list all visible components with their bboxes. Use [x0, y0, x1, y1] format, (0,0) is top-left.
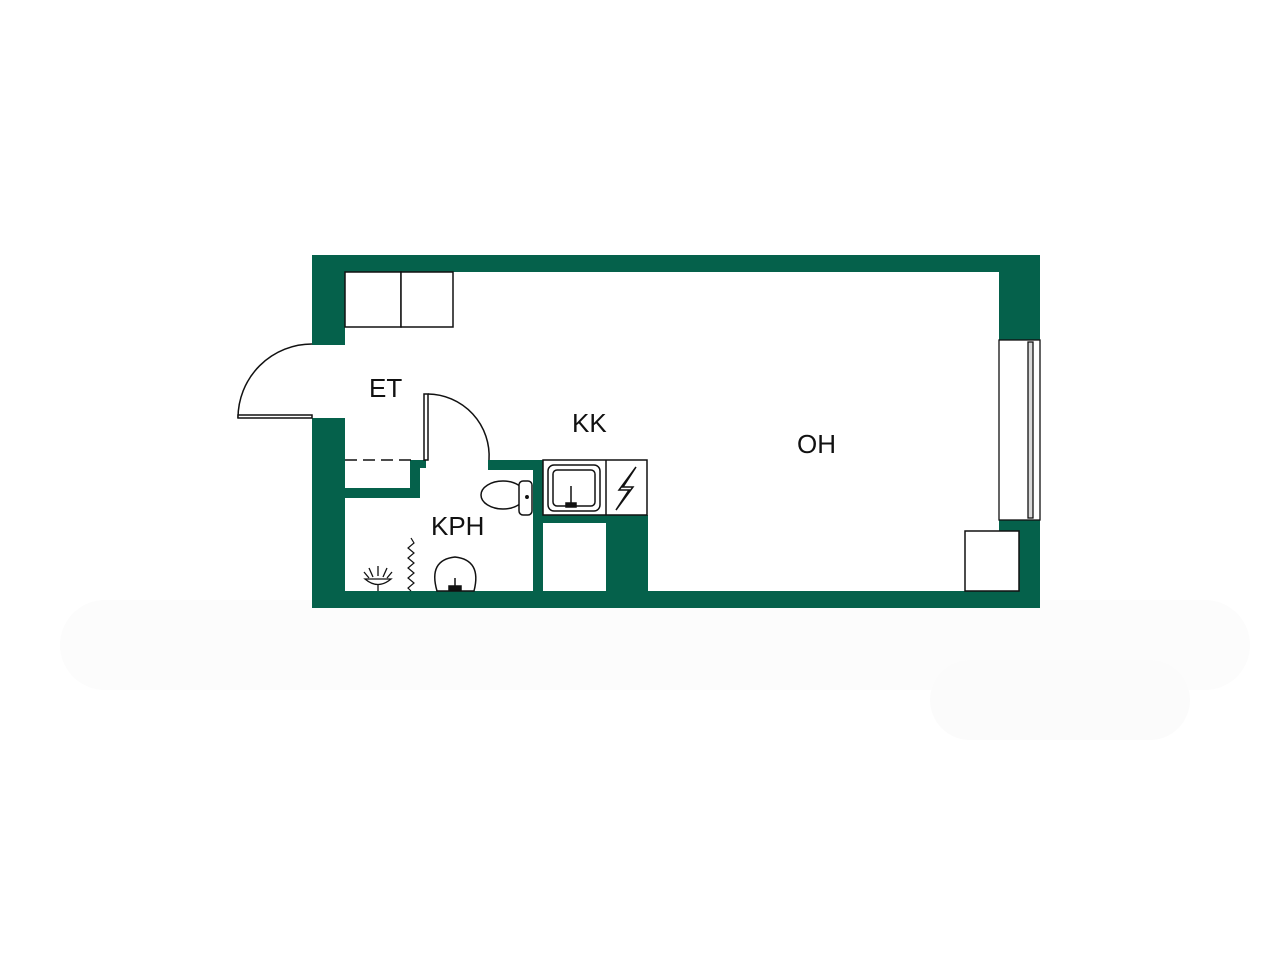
room-label-et: ET [369, 373, 403, 403]
shower-icon [363, 566, 393, 591]
fridge-icon [543, 523, 606, 591]
window-icon [998, 339, 1041, 521]
toilet-icon [480, 480, 533, 516]
room-label-oh: OH [797, 429, 836, 459]
walls [312, 255, 1040, 608]
shower-curtain-icon [407, 537, 415, 592]
wardrobe [344, 271, 454, 328]
washbasin-icon [434, 556, 477, 592]
cabinet-icon [964, 530, 1020, 592]
floor-shadow-secondary [930, 660, 1190, 740]
room-label-kk: KK [572, 408, 607, 438]
stove-icon [615, 466, 637, 511]
bathroom-door-icon [423, 393, 490, 461]
entrance-door-icon [237, 343, 313, 419]
kitchen-sink-icon [547, 464, 601, 512]
room-label-kph: KPH [431, 511, 485, 541]
